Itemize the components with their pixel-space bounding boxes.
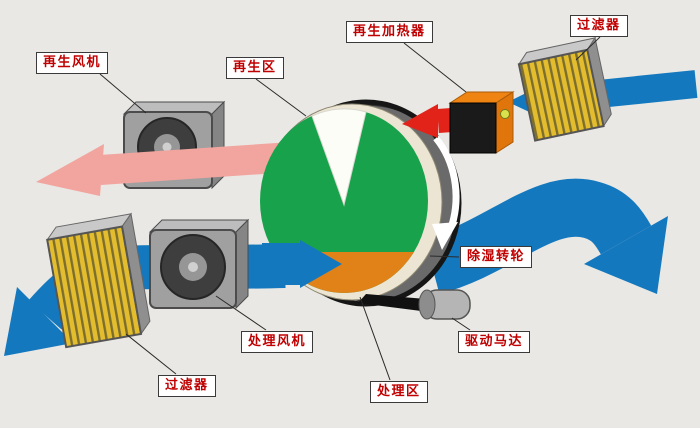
leader-process-zone [359, 296, 391, 381]
process-air-outlet-arrowhead [584, 216, 668, 294]
heater-front-face [449, 102, 497, 154]
wheel-rotation-arrowhead [432, 222, 458, 250]
process-air-into-wheel-arrow [262, 240, 342, 288]
hot-air-arrowhead [402, 104, 438, 138]
wheel-regen-sector [311, 108, 367, 207]
label-desiccant-wheel: 除湿转轮 [460, 246, 533, 268]
label-regen-fan: 再生风机 [36, 52, 109, 74]
process-fan [148, 218, 250, 310]
motor-end-cap [418, 289, 436, 320]
label-regen-heater: 再生加热器 [346, 21, 433, 43]
regen-heater [448, 91, 515, 154]
label-drive-motor: 驱动马达 [458, 331, 531, 353]
leader-regen-fan [99, 73, 147, 114]
leader-drive-motor [451, 317, 471, 331]
leader-lines [99, 36, 601, 381]
process-air-into-wheel-arrowhead [300, 240, 342, 288]
drive-motor-assembly [358, 289, 471, 320]
process-fan-hub-cap [188, 262, 198, 272]
leader-filter-bottom [125, 333, 177, 375]
leader-regen-heater [403, 42, 467, 93]
filter-top-pleats [517, 48, 605, 142]
filter-top-unit [517, 36, 612, 142]
label-process-zone: 处理区 [370, 381, 428, 403]
leader-regen-zone [255, 78, 307, 117]
label-filter-bottom: 过滤器 [158, 375, 216, 397]
label-regen-zone: 再生区 [226, 57, 284, 79]
regen-exhaust-arrowhead [36, 144, 104, 196]
regen-exhaust-duct [98, 142, 294, 185]
belt-loop [358, 294, 429, 312]
label-filter-top: 过滤器 [570, 15, 628, 37]
process-air-intake-arrowhead [4, 287, 73, 356]
filter-bottom-unit [46, 212, 151, 349]
label-process-fan: 处理风机 [241, 331, 314, 353]
process-fan-side-face [235, 218, 249, 310]
leader-filter-top [575, 36, 601, 61]
heater-indicator-light [500, 109, 510, 119]
wheel-rotation-arrow [433, 135, 460, 226]
leader-desiccant-wheel [429, 255, 460, 258]
regen-exhaust-arrow [36, 142, 294, 196]
heater-side-face [495, 91, 514, 154]
leader-process-fan [215, 295, 267, 331]
filter-bottom-pleats [46, 225, 143, 349]
regen-fan-hub-cap [162, 142, 172, 152]
